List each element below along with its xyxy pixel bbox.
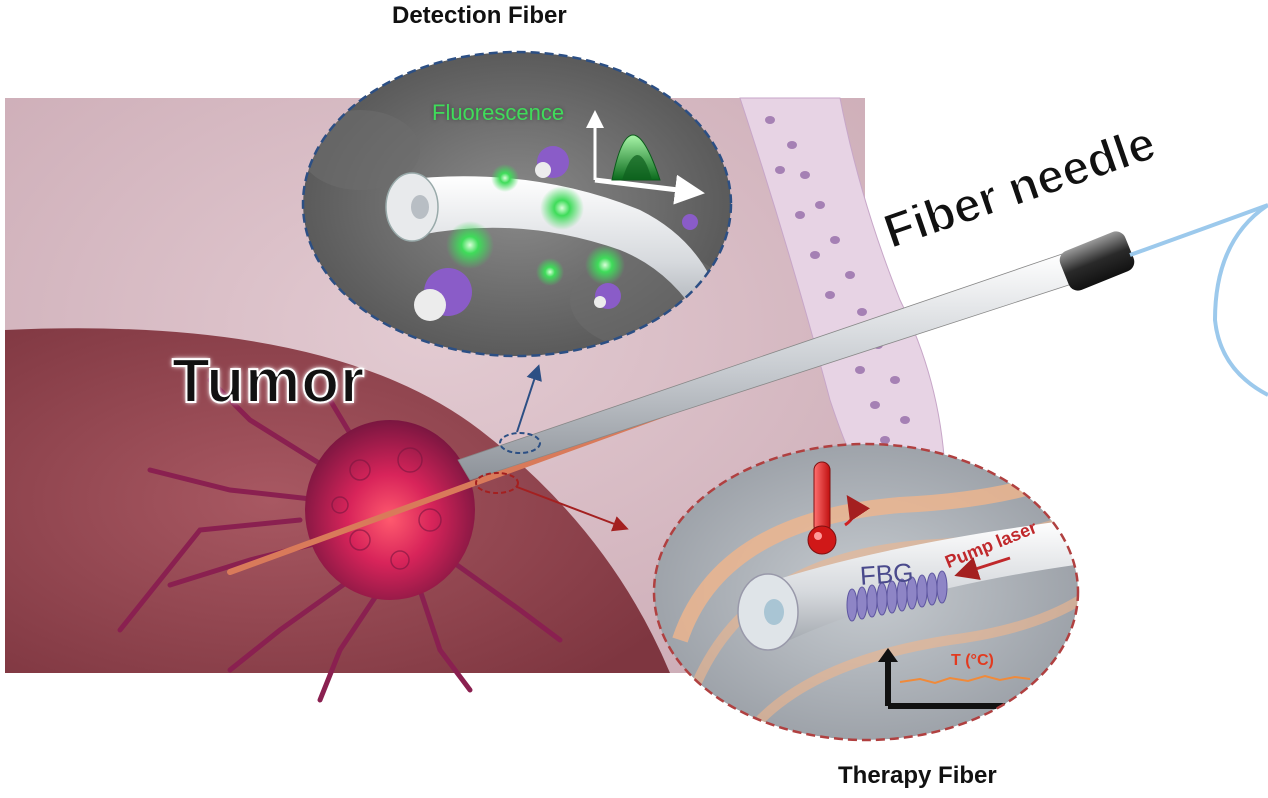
fluorescent-dot	[446, 221, 494, 269]
fiber-needle	[227, 203, 1268, 575]
tumor-texture	[331, 447, 442, 570]
tumor-cell	[305, 420, 475, 600]
fluorescent-dot	[540, 186, 584, 230]
therapy-tube	[760, 520, 1075, 640]
pump-laser-arrow	[954, 556, 1011, 580]
fiber-cable	[1129, 203, 1268, 257]
temperature-label: T (°C)	[951, 652, 994, 669]
therapy-inset	[654, 444, 1078, 740]
detection-arrow	[516, 364, 542, 433]
detection-inset-border	[301, 50, 733, 358]
fluorescence-label: Fluorescence	[432, 100, 565, 125]
rotate-arrow-icon	[844, 495, 870, 527]
therapy-inset-border	[652, 442, 1080, 742]
fluorescent-dot	[491, 164, 519, 192]
therapy-arrow	[516, 486, 629, 532]
protein	[682, 214, 698, 230]
detection-callout	[499, 432, 541, 454]
needle-cap	[1059, 231, 1135, 291]
fbg-grating	[846, 570, 948, 622]
fiber-cable-loop	[1212, 203, 1268, 397]
therapy-fiber-title: Therapy Fiber	[838, 762, 997, 789]
fbg-label: FBG	[858, 557, 915, 591]
temperature-trace	[899, 674, 1031, 685]
detection-tube	[400, 176, 720, 320]
thermometer-icon	[807, 461, 837, 555]
therapy-callout	[475, 472, 519, 494]
tumor-label: Tumor	[171, 346, 366, 417]
fluorescent-dot	[536, 258, 564, 286]
tumor-tendrils	[117, 377, 563, 703]
fluorescent-dot	[585, 245, 625, 285]
detection-fiber-title: Detection Fiber	[392, 2, 567, 29]
